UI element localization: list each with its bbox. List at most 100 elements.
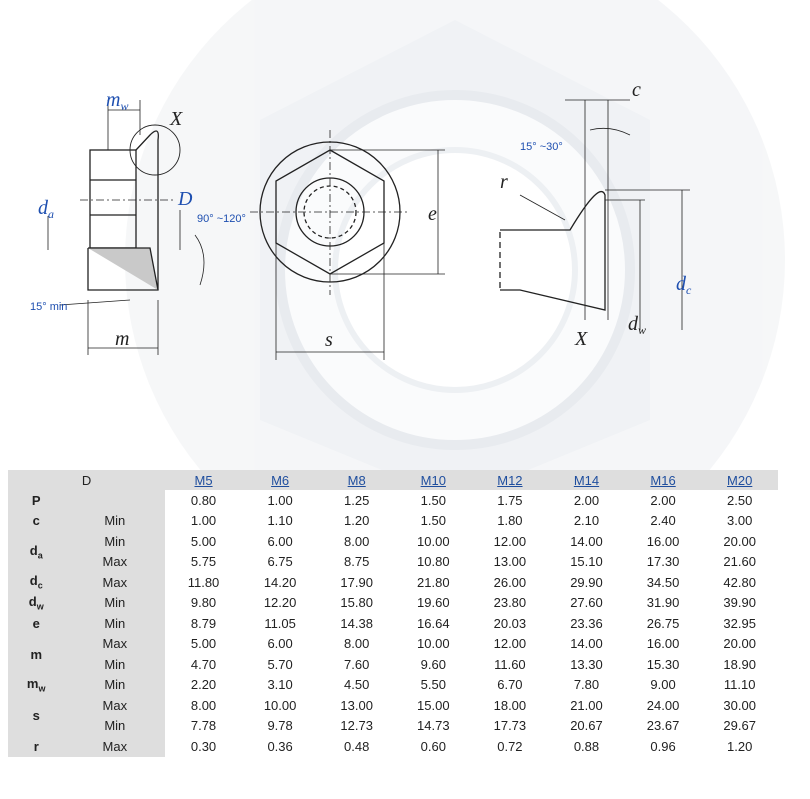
value-cell: 11.10 <box>723 677 756 693</box>
label-m: m <box>115 328 129 350</box>
size-header[interactable]: M14 <box>548 470 625 490</box>
value-cell: 17.73 <box>493 718 527 734</box>
size-header[interactable]: M6 <box>241 470 319 490</box>
value-cell: 26.75 <box>646 615 680 631</box>
value-cell: 1.25 <box>344 492 370 508</box>
detail-x-view <box>499 99 690 330</box>
limit-label: Min <box>64 592 166 613</box>
label-d-c: dc <box>676 273 692 297</box>
parameter-symbol: m <box>8 633 65 675</box>
value-cell: 8.00 <box>344 533 370 549</box>
label-angle-90-120: 90° ~120° <box>197 213 246 225</box>
value-cell: 19.60 <box>417 595 450 611</box>
value-cell: 15.10 <box>570 554 603 570</box>
size-header[interactable]: M5 <box>165 470 242 490</box>
dimension-table: D M5 M6 M8 M10 M12 M14 M16 M20 P 0.80 1.00… <box>8 470 778 757</box>
value-cell: 1.00 <box>190 513 217 529</box>
label-m-w: mw <box>106 89 128 113</box>
table-header-row: D M5 M6 M8 M10 M12 M14 M16 M20 <box>8 470 778 490</box>
value-cell: 1.00 <box>267 492 293 508</box>
parameter-symbol: dc <box>8 572 65 593</box>
limit-label: Min <box>64 654 166 675</box>
label-angle-15-30: 15° ~30° <box>520 141 563 153</box>
limit-label: Min <box>64 613 166 634</box>
value-cell: 4.50 <box>344 677 370 693</box>
value-cell: 15.80 <box>340 595 373 611</box>
limit-label: Max <box>64 633 166 654</box>
value-cell: 0.80 <box>190 492 217 508</box>
size-header[interactable]: M16 <box>624 470 702 490</box>
value-cell: 0.36 <box>267 738 293 754</box>
value-cell: 17.90 <box>340 574 373 590</box>
value-cell: 2.40 <box>650 513 676 529</box>
label-e: e <box>428 203 437 225</box>
value-cell: 27.60 <box>570 595 603 611</box>
limit-label: Min <box>64 531 166 552</box>
value-cell: 16.00 <box>646 533 680 549</box>
value-cell: 11.60 <box>494 656 526 672</box>
value-cell: 23.67 <box>646 718 680 734</box>
value-cell: 30.00 <box>723 697 756 713</box>
value-cell: 21.60 <box>723 554 756 570</box>
value-cell: 9.78 <box>267 718 293 734</box>
label-d-a: da <box>38 197 54 221</box>
value-cell: 1.10 <box>267 513 293 529</box>
value-cell: 14.38 <box>340 615 373 631</box>
value-cell: 20.00 <box>723 636 756 652</box>
value-cell: 20.03 <box>493 615 527 631</box>
value-cell: 8.79 <box>190 615 217 631</box>
value-cell: 0.60 <box>420 738 446 754</box>
value-cell: 6.75 <box>267 554 293 570</box>
value-cell: 10.00 <box>263 697 297 713</box>
value-cell: 11.80 <box>187 574 220 590</box>
size-header[interactable]: M8 <box>318 470 395 490</box>
value-cell: 2.50 <box>727 492 753 508</box>
value-cell: 32.95 <box>723 615 756 631</box>
symbol-subscript: c <box>37 581 43 592</box>
side-view <box>47 100 205 355</box>
value-cell: 10.80 <box>417 554 450 570</box>
value-cell: 21.80 <box>417 574 450 590</box>
value-cell: 34.50 <box>646 574 680 590</box>
limit-label: Max <box>64 736 166 757</box>
symbol-text: m <box>26 675 39 691</box>
value-cell: 5.75 <box>190 554 217 570</box>
size-header[interactable]: M10 <box>395 470 472 490</box>
value-cell: 5.70 <box>267 656 293 672</box>
size-header[interactable]: M20 <box>701 470 778 490</box>
value-cell: 2.00 <box>650 492 676 508</box>
value-cell: 10.00 <box>417 533 450 549</box>
parameter-symbol: P <box>8 490 65 511</box>
value-cell: 3.10 <box>267 677 293 693</box>
parameter-symbol: e <box>8 613 65 634</box>
value-cell: 0.72 <box>497 738 523 754</box>
value-cell: 18.00 <box>493 697 527 713</box>
size-header[interactable]: M12 <box>471 470 549 490</box>
value-cell: 8.00 <box>190 697 217 713</box>
value-cell: 9.80 <box>190 595 217 611</box>
label-r: r <box>500 171 508 193</box>
value-cell: 3.00 <box>727 513 753 529</box>
value-cell: 31.90 <box>646 595 680 611</box>
symbol-text: P <box>31 492 41 508</box>
value-cell: 14.73 <box>417 718 450 734</box>
label-x-detail: X <box>574 328 588 350</box>
value-cell: 1.50 <box>420 513 446 529</box>
value-cell: 1.75 <box>497 492 523 508</box>
value-cell: 18.90 <box>723 656 756 672</box>
label-d-major: D <box>177 188 193 210</box>
value-cell: 6.00 <box>267 533 293 549</box>
label-angle-15-min: 15° min <box>30 301 67 313</box>
limit-label: Max <box>64 551 166 572</box>
value-cell: 8.75 <box>344 554 370 570</box>
value-cell: 29.67 <box>723 718 756 734</box>
parameter-symbol: s <box>8 695 65 736</box>
value-cell: 5.50 <box>420 677 446 693</box>
